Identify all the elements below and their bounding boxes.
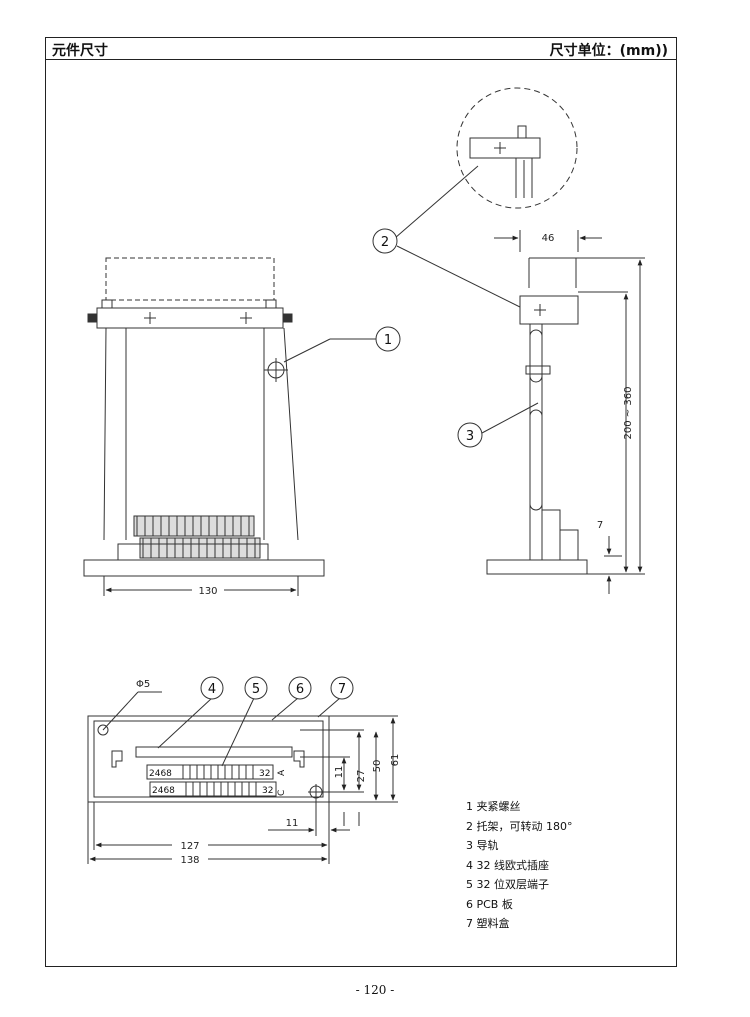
legend-item-1: 1 夹紧螺丝 [466, 800, 521, 813]
callout-3: 3 [457, 402, 539, 448]
legend-item-7: 7 塑料盒 [466, 917, 510, 930]
dim-front-width: 130 [198, 586, 217, 597]
callout-2-label: 2 [381, 235, 389, 250]
callout-1-label: 1 [384, 333, 392, 348]
dim-h-mid: 50 [372, 760, 383, 773]
header-bar: 元件尺寸 尺寸单位：(mm)) [46, 38, 676, 60]
dim-hole-dia: Φ5 [136, 679, 150, 690]
legend-item-2: 2 托架，可转动 180° [466, 819, 573, 833]
dim-h-inner: 27 [356, 770, 367, 783]
callout-5: 5 [244, 676, 268, 700]
header-unit: 尺寸单位：(mm)) [549, 43, 668, 59]
dim-outer-width: 138 [180, 855, 199, 866]
parts-legend: 1 夹紧螺丝 2 托架，可转动 180° 3 导轨 4 32 线欧式插座 5 3… [466, 797, 573, 934]
legend-item-4: 4 32 线欧式插座 [466, 858, 549, 872]
dim-hole-offset: 11 [286, 818, 299, 829]
page-number: - 120 - [355, 983, 395, 997]
terminal-row-c-start: 2468 [152, 786, 175, 796]
plan-view [87, 691, 398, 864]
dim-side-base: 7 [597, 520, 603, 531]
page-frame: 元件尺寸 尺寸单位：(mm)) [45, 37, 677, 967]
front-view [83, 257, 325, 596]
dim-side-depth: 46 [542, 233, 555, 244]
callout-4-label: 4 [208, 682, 216, 697]
callout-3-label: 3 [466, 429, 474, 444]
terminal-row-a-letter: A [277, 769, 287, 776]
legend-item-5: 5 32 位双层端子 [466, 878, 549, 891]
callout-6: 6 [288, 676, 312, 700]
terminal-row-a-end: 32 [259, 769, 270, 779]
dim-side-height: 200 ~ 360 [623, 387, 634, 440]
callout-4: 4 [200, 676, 224, 700]
dim-small-v: 11 [334, 766, 345, 779]
callout-1: 1 [283, 326, 401, 363]
side-view [486, 230, 645, 594]
legend-item-6: 6 PCB 板 [466, 897, 513, 911]
dim-h-outer: 61 [390, 754, 401, 767]
terminal-row-a-start: 2468 [149, 769, 172, 779]
callout-7-label: 7 [338, 682, 346, 697]
callout-7: 7 [330, 676, 354, 700]
terminal-row-c-end: 32 [262, 786, 273, 796]
detail-view [456, 87, 578, 209]
callout-2: 2 [372, 165, 531, 313]
legend-item-3: 3 导轨 [466, 839, 499, 852]
callout-5-label: 5 [252, 682, 260, 697]
dim-inner-width: 127 [180, 841, 199, 852]
header-title: 元件尺寸 [52, 43, 108, 59]
terminal-row-c-letter: C [277, 790, 287, 796]
callout-6-label: 6 [296, 682, 304, 697]
